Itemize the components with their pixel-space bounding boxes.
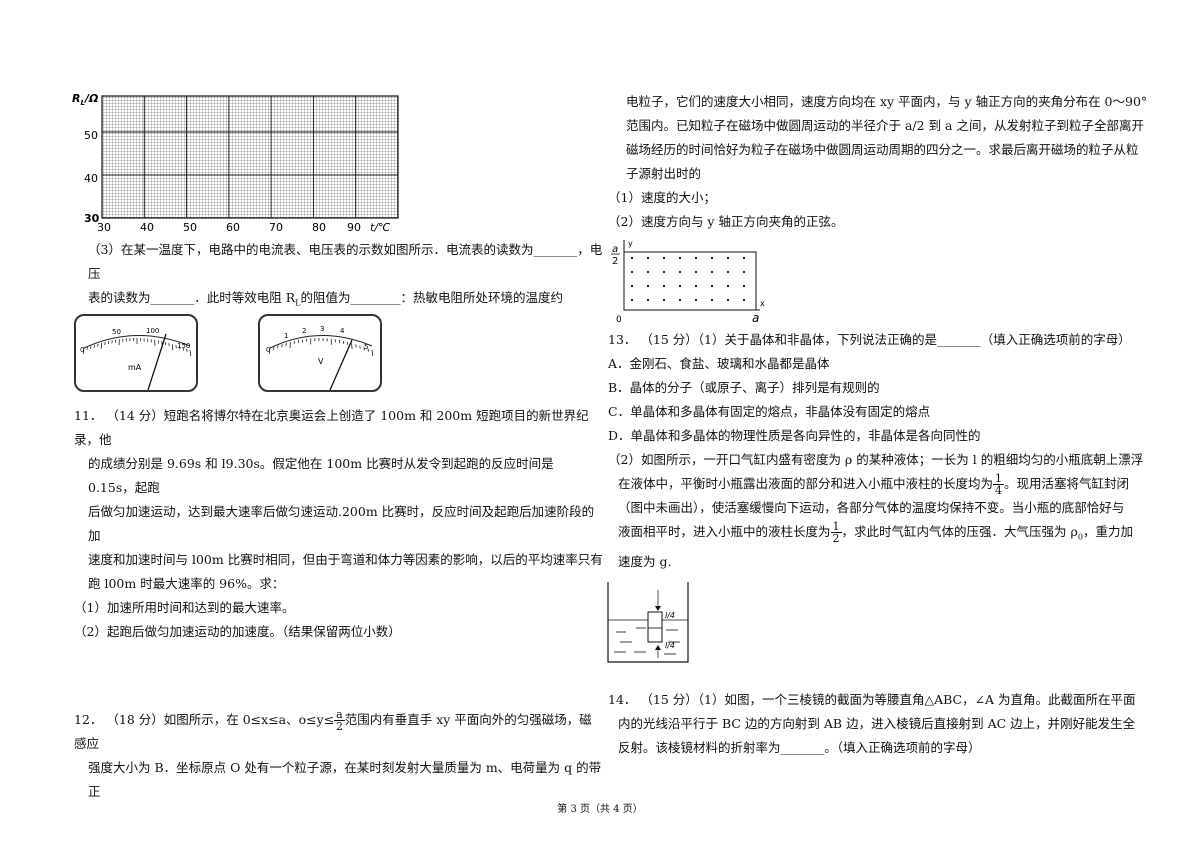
x-tick-40: 40 [140,221,154,234]
voltmeter-tick-2: 2 [302,327,306,335]
q12-sub-2: （2）速度方向与 y 轴正方向夹角的正弦。 [608,214,844,229]
q12-field-svg: y a 2 x 0 a [611,239,765,325]
ammeter-tick-150: 150 [177,342,190,350]
q10-line-2: 表的读数为_______．此时等效电阻 RL的阻值为________：热敏电阻所… [88,290,563,308]
q13-option-d: D．单晶体和多晶体的物理性质是各向异性的，非晶体是各向同性的 [608,428,981,443]
ammeter-scale: 0 50 100 150 mA [80,327,192,391]
q13-p2-line-5: 速度为 g. [618,553,672,569]
q14-line-3: 反射。该棱镜材料的折射率为_______。（填入正确选项前的字母） [618,740,981,755]
y-tick-40: 40 [84,172,98,185]
x-tick-80: 80 [312,221,326,234]
voltmeter-dial: 0 1 2 3 4 5 V [258,314,382,392]
voltmeter-unit: V [318,357,324,366]
q11-line-1: 11． （14 分）短跑名将博尔特在北京奥运会上创造了 100m 和 200m … [74,408,589,447]
fig-y-top-num: a [612,244,618,255]
q11-line-3: 后做匀加速运动，达到最大速率后做匀速运动.200m 比赛时，反应时间及起跑后加速… [88,504,595,543]
q11-line-5: 跑 l00m 时最大速率的 96%。求： [88,576,285,591]
graph-x-label: t/℃ [370,221,391,234]
cylinder-wall [607,582,689,663]
fig-x-end: a [752,311,759,324]
y-tick-30: 30 [84,212,100,225]
q13-p2-line-3: （图中未画出），使活塞缓慢向下运动，各部分气体的温度均保持不变。当小瓶的底部恰好… [618,500,1125,515]
fig-x-label: x [760,299,765,308]
ammeter-unit: mA [128,363,142,372]
voltmeter-tick-3: 3 [320,325,324,333]
page-footer: 第 3 页（共 4 页） [557,804,643,815]
q14-line-1: 14． （15 分）（1）如图，一个三棱镜的截面为等腰直角△ABC，∠A 为直角… [608,692,1136,707]
fig-label-bottom: l/4 [665,641,675,650]
q13-cylinder-svg: l/4 l/4 [607,582,689,663]
liquid-hatch [614,627,680,655]
q12-cont-line-2: 范围内。已知粒子在磁场中做圆周运动的半径介于 a/2 到 a 之间，从发射粒子到… [626,118,1144,133]
fig-y-label: y [628,239,633,248]
q12-cont-line-3: 磁场经历的时间恰好为粒子在磁场中做圆周运动周期的四分之一。求最后离开磁场的粒子从… [626,142,1139,157]
fig-origin: 0 [616,315,622,324]
fig-label-top: l/4 [665,611,675,620]
q13-p2-line-1: （2）如图所示，一开口气缸内盛有密度为 ρ 的某种液体；一长为 l 的粗细均匀的… [608,452,1144,467]
question-13: 13． （15 分）（1）关于晶体和非晶体，下列说法正确的是_______（填入… [608,328,1153,574]
ammeter-needle [147,333,167,391]
ammeter-tick-100: 100 [146,327,159,335]
field-region [623,251,757,311]
q13-option-c: C．单晶体和多晶体有固定的熔点，非晶体没有固定的熔点 [608,404,931,419]
y-tick-50: 50 [84,129,98,142]
question-10-part-3: （3）在某一温度下，电路中的电流表、电压表的示数如图所示．电流表的读数为____… [88,238,608,340]
ammeter-tick-50: 50 [112,328,121,336]
voltmeter-tick-1: 1 [284,332,288,340]
question-12-continued: 电粒子，它们的速度大小相同，速度方向均在 xy 平面内，与 y 轴正方向的夹角分… [608,90,1148,234]
voltmeter-tick-0: 0 [266,346,270,354]
q12-sub-1: （1）速度的大小； [608,190,716,205]
q13-option-a: A．金刚石、食盐、玻璃和水晶都是晶体 [608,356,830,371]
x-tick-60: 60 [226,221,240,234]
q12-field-figure: y a 2 x 0 a [610,236,770,325]
q12-line-2: 强度大小为 B．坐标原点 O 处有一个粒子源，在某时刻发射大量质量为 m、电荷量… [88,760,602,799]
x-tick-90: 90 [347,221,361,234]
question-11: 11． （14 分）短跑名将博尔特在北京奥运会上创造了 100m 和 200m … [74,404,604,644]
ammeter-dial: 0 50 100 150 mA [74,314,198,392]
q11-sub-2: （2）起跑后做匀加速运动的加速度。（结果保留两位小数） [74,624,401,639]
q10-line-1: （3）在某一温度下，电路中的电流表、电压表的示数如图所示．电流表的读数为____… [88,242,603,281]
rl-vs-t-graph: RL/Ω 50 40 30 30 40 50 60 70 80 90 t/℃ [70,88,410,238]
voltmeter-needle [329,339,353,391]
voltmeter-scale: 0 1 2 3 4 5 V [266,325,374,391]
q13-option-b: B．晶体的分子（或原子、离子）排列是有规则的 [608,380,880,395]
q14-line-2: 内的光线沿平行于 BC 边的方向射到 AB 边，进入棱镜后直接射到 AC 边上，… [618,716,1136,731]
q13-stem: 13． （15 分）（1）关于晶体和非晶体，下列说法正确的是_______（填入… [608,332,1131,347]
voltmeter-tick-4: 4 [340,327,345,335]
graph-y-label: RL/Ω [72,92,98,107]
question-14: 14． （15 分）（1）如图，一个三棱镜的截面为等腰直角△ABC，∠A 为直角… [608,688,1153,760]
small-bottle [647,611,663,643]
x-tick-70: 70 [269,221,283,234]
ammeter-tick-0: 0 [80,346,84,354]
q11-line-2: 的成绩分别是 9.69s 和 l9.30s。假定他在 100m 比赛时从发令到起… [88,456,554,495]
q11-line-4: 速度和加速时间与 l00m 比赛时相同，但由于弯道和体力等因素的影响，以后的平均… [88,552,603,567]
q12-cont-line-4: 子源射出时的 [626,166,702,181]
fig-y-top-den: 2 [612,256,618,267]
graph-grid [101,95,399,219]
graph-svg: RL/Ω 50 40 30 30 40 50 60 70 80 90 t/℃ [72,92,399,234]
q13-cylinder-figure: l/4 l/4 [606,580,690,664]
x-tick-50: 50 [183,221,197,234]
x-tick-30: 30 [97,221,111,234]
q12-cont-line-1: 电粒子，它们的速度大小相同，速度方向均在 xy 平面内，与 y 轴正方向的夹角分… [626,94,1148,109]
voltmeter-tick-5: 5 [364,343,368,351]
q11-sub-1: （1）加速所用时间和达到的最大速率。 [74,600,295,615]
